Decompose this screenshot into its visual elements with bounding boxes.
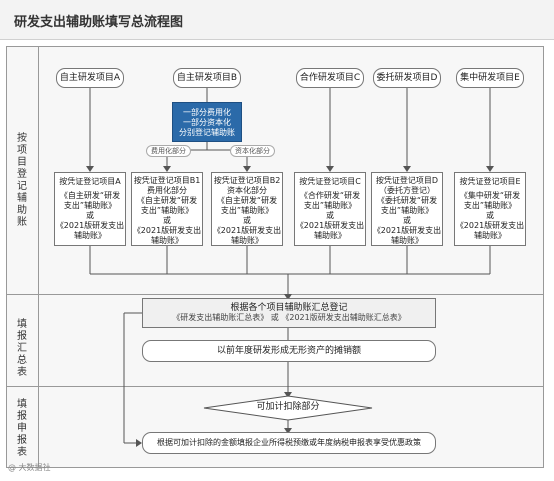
ledger-b2-line-3: 《自主研发“研发 xyxy=(216,196,278,205)
ledger-b1-line-4: 支出”辅助账》 xyxy=(140,206,194,215)
page-title: 研发支出辅助账填写总流程图 xyxy=(14,15,184,30)
ledger-b1-line-7: 辅助账》 xyxy=(151,236,183,245)
ledger-b2-line-1: 按凭证登记项目B2 xyxy=(213,176,281,185)
ledger-d-line-4: 支出”辅助账》 xyxy=(380,206,434,215)
ledger-b2-line-4: 支出”辅助账》 xyxy=(220,206,274,215)
ledger-c-line-6: 辅助账》 xyxy=(314,231,346,240)
ledger-b2-line-2: 资本化部分 xyxy=(227,186,267,195)
project-b-pill: 自主研发项目B xyxy=(173,68,241,88)
title-bar: 研发支出辅助账填写总流程图 xyxy=(0,0,554,40)
ledger-box-e: 按凭证登记项目E 《集中研发“研发 支出”辅助账》 或 《2021版研发支出 辅… xyxy=(454,172,526,246)
ledger-e-line-1: 按凭证登记项目E xyxy=(459,177,521,186)
project-a-pill: 自主研发项目A xyxy=(56,68,124,88)
ledger-e-line-5: 《2021版研发支出 xyxy=(455,221,525,230)
ledger-c-line-4: 或 xyxy=(326,211,334,220)
section-band-2 xyxy=(7,295,543,387)
ledger-b2-line-5: 或 xyxy=(243,216,251,225)
ledger-e-line-6: 辅助账》 xyxy=(474,231,506,240)
split-line-2: 一部分资本化 xyxy=(183,118,231,127)
summary-box: 根据各个项目辅助账汇总登记 《研发支出辅助账汇总表》 或 《2021版研发支出辅… xyxy=(142,298,436,328)
amortization-pill: 以前年度研发形成无形资产的摊销额 xyxy=(142,340,436,362)
section-label-summary: 填报汇总表 xyxy=(17,319,27,378)
split-line-1: 一部分费用化 xyxy=(183,108,231,117)
ledger-box-b2: 按凭证登记项目B2 资本化部分 《自主研发“研发 支出”辅助账》 或 《2021… xyxy=(211,172,283,246)
ledger-box-a: 按凭证登记项目A 《自主研发“研发 支出”辅助账》 或 《2021版研发支出 辅… xyxy=(54,172,126,246)
ledger-d-line-2: （委托方登记） xyxy=(379,186,435,195)
ledger-b2-line-6: 《2021版研发支出 xyxy=(212,226,282,235)
project-d-pill: 委托研发项目D xyxy=(373,68,441,88)
ledger-b1-line-3: 《自主研发“研发 xyxy=(136,196,198,205)
decision-label: 可加计扣除部分 xyxy=(256,402,320,412)
ledger-box-b1: 按凭证登记项目B1 费用化部分 《自主研发“研发 支出”辅助账》 或 《2021… xyxy=(131,172,203,246)
ledger-d-line-3: 《委托研发“研发 xyxy=(376,196,438,205)
watermark: @ 大数据社 xyxy=(8,463,51,472)
section-label-column: 按项目登记辅助账 填报汇总表 填报申报表 xyxy=(7,47,39,467)
ledger-b1-line-6: 《2021版研发支出 xyxy=(132,226,202,235)
ledger-d-line-6: 《2021版研发支出 xyxy=(372,226,442,235)
ledger-c-line-3: 支出”辅助账》 xyxy=(303,201,357,210)
ledger-a-line-3: 支出”辅助账》 xyxy=(63,201,117,210)
summary-line-1: 根据各个项目辅助账汇总登记 xyxy=(230,303,348,313)
ledger-b1-line-5: 或 xyxy=(163,216,171,225)
ledger-c-line-5: 《2021版研发支出 xyxy=(295,221,365,230)
decision-diamond xyxy=(203,395,373,421)
project-e-pill: 集中研发项目E xyxy=(456,68,524,88)
ledger-a-line-6: 辅助账》 xyxy=(74,231,106,240)
ledger-e-line-4: 或 xyxy=(486,211,494,220)
ledger-e-line-2: 《集中研发“研发 xyxy=(459,191,521,200)
ledger-e-line-3: 支出”辅助账》 xyxy=(463,201,517,210)
ledger-box-c: 按凭证登记项目C 《合作研发“研发 支出”辅助账》 或 《2021版研发支出 辅… xyxy=(294,172,366,246)
ledger-b1-line-2: 费用化部分 xyxy=(147,186,187,195)
ledger-c-line-2: 《合作研发“研发 xyxy=(299,191,361,200)
section-label-declaration: 填报申报表 xyxy=(17,399,27,458)
split-box: 一部分费用化 一部分资本化 分别登记辅助账 xyxy=(172,102,242,142)
expense-part-label: 费用化部分 xyxy=(146,145,191,157)
section-band-1 xyxy=(7,47,543,295)
ledger-box-d: 按凭证登记项目D （委托方登记） 《委托研发“研发 支出”辅助账》 或 《202… xyxy=(371,172,443,246)
ledger-b1-line-1: 按凭证登记项目B1 xyxy=(133,176,201,185)
ledger-a-line-5: 《2021版研发支出 xyxy=(55,221,125,230)
ledger-b2-line-7: 辅助账》 xyxy=(231,236,263,245)
project-c-pill: 合作研发项目C xyxy=(296,68,364,88)
final-pill: 根据可加计扣除的金额填报企业所得税预缴或年度纳税申报表享受优惠政策 xyxy=(142,432,436,454)
capital-part-label: 资本化部分 xyxy=(230,145,275,157)
ledger-a-line-4: 或 xyxy=(86,211,94,220)
summary-line-2: 《研发支出辅助账汇总表》 或 《2021版研发支出辅助账汇总表》 xyxy=(172,313,406,322)
ledger-a-line-1: 按凭证登记项目A xyxy=(59,177,121,186)
ledger-a-line-2: 《自主研发“研发 xyxy=(59,191,121,200)
ledger-d-line-1: 按凭证登记项目D xyxy=(375,176,439,185)
ledger-d-line-5: 或 xyxy=(403,216,411,225)
ledger-c-line-1: 按凭证登记项目C xyxy=(299,177,361,186)
ledger-d-line-7: 辅助账》 xyxy=(391,236,423,245)
split-line-3: 分别登记辅助账 xyxy=(179,128,235,137)
section-label-ledger: 按项目登记辅助账 xyxy=(17,133,27,228)
